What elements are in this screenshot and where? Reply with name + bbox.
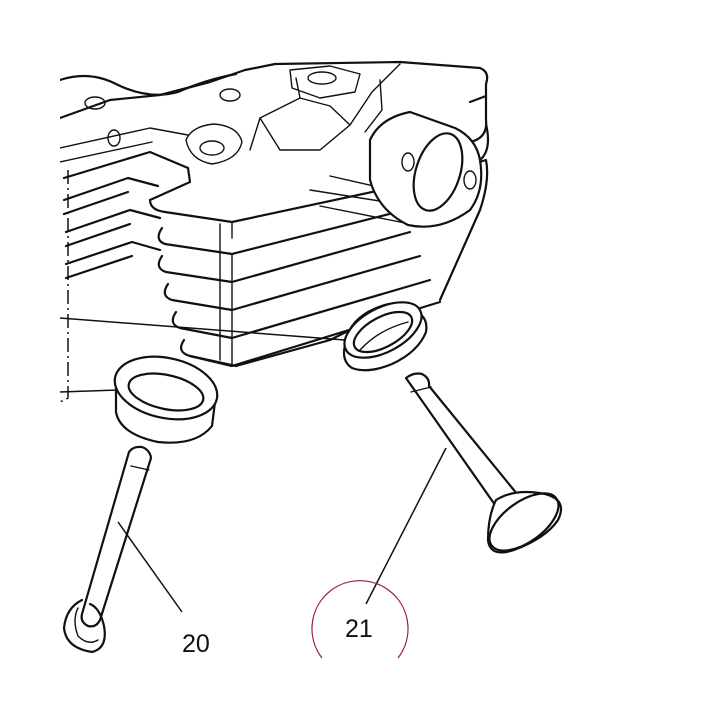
leader-line-upper-guide <box>59 317 346 341</box>
callout-leader-21 <box>365 447 447 605</box>
callout-highlight-circle <box>311 580 409 659</box>
valve-guide-left <box>113 355 219 444</box>
section-line <box>59 170 69 403</box>
callout-label-21: 21 <box>345 615 373 643</box>
valve-21 <box>404 372 563 554</box>
leader-line-lower-guide <box>59 389 119 393</box>
valve-guide-right <box>342 301 428 372</box>
valve-20 <box>62 445 153 654</box>
callout-label-20: 20 <box>182 630 210 658</box>
callout-leader-20 <box>117 521 183 613</box>
